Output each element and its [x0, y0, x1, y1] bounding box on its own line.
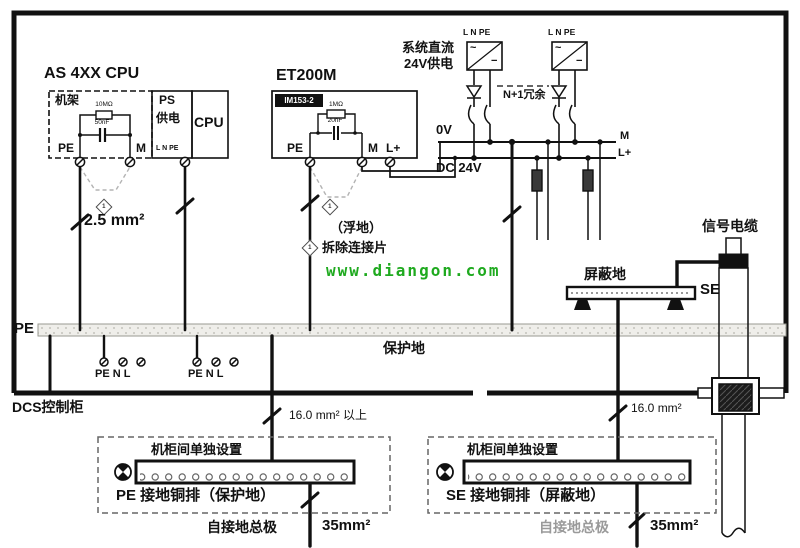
se-earth-box: [427, 436, 717, 514]
psu1-terminals: L N PE: [463, 27, 491, 37]
as-pe-label: PE: [58, 141, 75, 155]
protective-earth-label: 保护地: [383, 340, 425, 356]
redundancy-label: N+1冗余: [503, 89, 546, 101]
left-earth-bar-label: PE 接地铜排（保护地）: [116, 487, 276, 504]
cabinet-label: DCS控制柜: [12, 399, 84, 415]
cable-gland: [697, 377, 785, 415]
left-electrode-size: 35mm²: [322, 517, 371, 534]
et-capacitor-value: 20nF: [327, 117, 343, 124]
right-riser-size: 16.0 mm²: [631, 401, 682, 415]
as-resistor-value: 10MΩ: [95, 101, 113, 108]
as-title: AS 4XX CPU: [44, 65, 140, 82]
et-m-label: M: [368, 141, 378, 155]
se-label: SE: [700, 281, 721, 298]
as-rc-network: [78, 110, 132, 157]
floating-ground-note: （浮地）: [330, 220, 383, 235]
watermark-url: www.diangon.com: [326, 261, 501, 280]
ps-label-1: PS: [159, 93, 176, 107]
cabinet-outline: [11, 10, 789, 396]
as-rack-label: 机架: [55, 93, 80, 107]
et-pe-label: PE: [287, 141, 304, 155]
pe-busbar: [37, 323, 787, 337]
cpu-label: CPU: [194, 114, 224, 130]
et200m-box: [271, 90, 418, 159]
terminal-group-2: PE N L: [188, 368, 224, 380]
pe-bus-label: PE: [14, 320, 35, 337]
bus-dc24v-label: DC 24V: [436, 160, 482, 175]
as-wire-size: 2.5 mm²: [84, 212, 145, 229]
psu-units: [465, 41, 588, 158]
left-earth-note: 机柜间单独设置: [151, 442, 243, 457]
removed-jumper-links: [79, 166, 363, 198]
psu2-dc-symbol: −: [576, 55, 583, 67]
ps-terminals-label: L N PE: [156, 145, 179, 152]
psu-title-1: 系统直流: [402, 40, 455, 55]
psu-title-2: 24V供电: [404, 56, 454, 71]
pe-earth-box: [97, 436, 391, 514]
ground-conductors: [48, 140, 639, 548]
as-m-label: M: [136, 141, 146, 155]
legend-remove-link: 拆除连接片: [322, 240, 388, 255]
psu1-dc-symbol: −: [491, 55, 498, 67]
et-lplus-label: L+: [386, 141, 401, 155]
field-feeders: [531, 139, 603, 240]
psu2-terminals: L N PE: [548, 27, 576, 37]
bus-0v-label: 0V: [436, 122, 452, 137]
psu2-ac-symbol: ~: [555, 42, 562, 54]
bus-lplus-label: L+: [618, 147, 632, 159]
as-rack-box: [48, 90, 229, 159]
se-shield-busbar: [565, 260, 737, 310]
et-resistor-value: 1MΩ: [329, 101, 343, 108]
as-capacitor-value: 50nF: [94, 119, 110, 126]
wire-size-marks: [70, 194, 646, 529]
right-earth-bar-label: SE 接地铜排（屏蔽地）: [446, 487, 606, 504]
psu1-ac-symbol: ~: [470, 42, 477, 54]
et-bus-wires: [361, 142, 458, 178]
et200m-rc-network: [309, 109, 363, 157]
right-earth-note: 机柜间单独设置: [467, 442, 559, 457]
et-module-label: IM153-2: [284, 96, 314, 105]
shield-busbar-label: 屏蔽地: [584, 266, 626, 282]
signal-cable-label: 信号电缆: [702, 218, 758, 234]
bus-m-label: M: [620, 130, 630, 142]
right-electrode-label: 自接地总极: [539, 519, 609, 535]
terminal-group-1: PE N L: [95, 368, 131, 380]
ps-label-2: 供电: [156, 111, 181, 125]
left-riser-size: 16.0 mm² 以上: [289, 408, 368, 422]
terminal-screws: [74, 156, 396, 367]
et-title: ET200M: [276, 67, 337, 84]
left-electrode-label: 自接地总极: [207, 519, 277, 535]
right-electrode-size: 35mm²: [650, 517, 699, 534]
